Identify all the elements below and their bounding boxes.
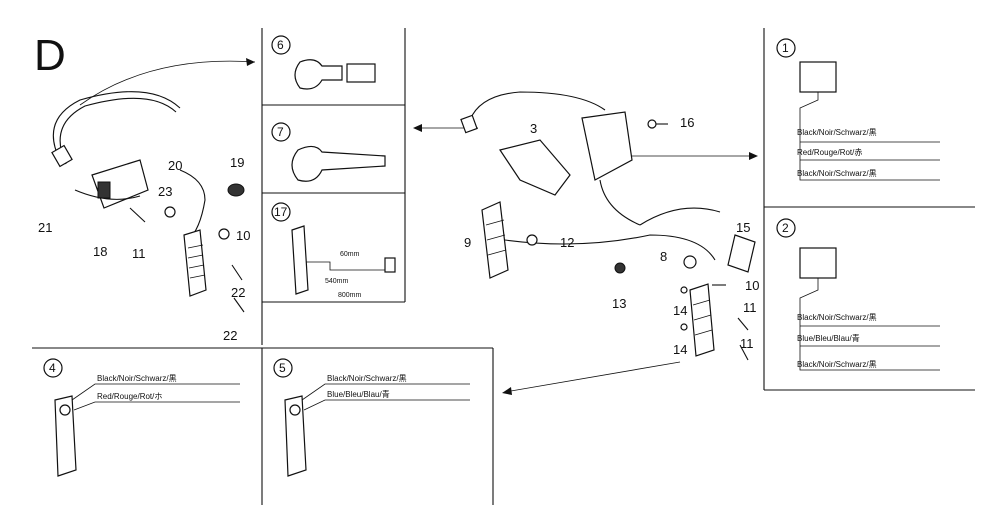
wire-black-1b: Black/Noir/Schwarz/黒 bbox=[797, 169, 877, 178]
callout-13: 13 bbox=[612, 296, 626, 311]
wire-black-2a: Black/Noir/Schwarz/黒 bbox=[797, 313, 877, 322]
callout-10-left: 10 bbox=[236, 228, 250, 243]
callout-15: 15 bbox=[736, 220, 750, 235]
callout-22-b: 22 bbox=[223, 328, 237, 343]
callout-9: 9 bbox=[464, 235, 471, 250]
ignition-coil-assembly bbox=[51, 91, 245, 313]
control-box-assembly bbox=[460, 91, 756, 361]
wire-black-5: Black/Noir/Schwarz/黒 bbox=[327, 374, 407, 383]
callout-23: 23 bbox=[158, 184, 172, 199]
wire-red-1: Red/Rouge/Rot/赤 bbox=[797, 148, 862, 157]
callout-11-center-a: 11 bbox=[743, 300, 757, 315]
dim-800mm: 800mm bbox=[338, 292, 362, 299]
callout-11-left: 11 bbox=[132, 246, 146, 261]
callout-12: 12 bbox=[560, 235, 574, 250]
panel-borders bbox=[32, 28, 975, 505]
callout-5: 5 bbox=[279, 361, 286, 375]
callout-7: 7 bbox=[277, 125, 284, 139]
wire-black-4: Black/Noir/Schwarz/黒 bbox=[97, 374, 177, 383]
wire-red-4: Red/Rouge/Rot/ホ bbox=[97, 392, 162, 401]
callout-8: 8 bbox=[660, 249, 667, 264]
callout-17: 17 bbox=[274, 205, 288, 219]
wire-black-2b: Black/Noir/Schwarz/黒 bbox=[797, 360, 877, 369]
callout-21: 21 bbox=[38, 220, 52, 235]
callout-20: 20 bbox=[168, 158, 182, 173]
dim-540mm: 540mm bbox=[325, 278, 349, 285]
callout-22-a: 22 bbox=[231, 285, 245, 300]
callout-18: 18 bbox=[93, 244, 107, 259]
callout-14-a: 14 bbox=[673, 303, 687, 318]
dim-60mm: 60mm bbox=[340, 251, 360, 258]
callout-10-center: 10 bbox=[745, 278, 759, 293]
callout-16: 16 bbox=[680, 115, 694, 130]
callout-4: 4 bbox=[49, 361, 56, 375]
callout-19: 19 bbox=[230, 155, 244, 170]
callout-2: 2 bbox=[782, 221, 789, 235]
callout-1: 1 bbox=[782, 41, 789, 55]
panel-2: 2 Black/Noir/Schwarz/黒 Blue/Bleu/Blau/青 … bbox=[776, 218, 940, 371]
callout-3: 3 bbox=[530, 121, 537, 136]
connector-arrows bbox=[79, 58, 758, 395]
callout-11-center-b: 11 bbox=[740, 336, 754, 351]
callout-6: 6 bbox=[277, 38, 284, 52]
panel-4: 4 Black/Noir/Schwarz/黒 Red/Rouge/Rot/ホ bbox=[43, 358, 240, 477]
wire-blue-2: Blue/Bleu/Blau/青 bbox=[797, 333, 860, 343]
wire-blue-5: Blue/Bleu/Blau/青 bbox=[327, 389, 390, 399]
panel-1: 1 Black/Noir/Schwarz/黒 Red/Rouge/Rot/赤 B… bbox=[776, 38, 940, 181]
section-letter: D bbox=[34, 31, 66, 80]
panel-7: 7 bbox=[271, 122, 386, 182]
panel-17: 17 60mm 540mm 800mm bbox=[271, 202, 396, 299]
panel-5: 5 Black/Noir/Schwarz/黒 Blue/Bleu/Blau/青 bbox=[273, 358, 470, 477]
callout-14-b: 14 bbox=[673, 342, 687, 357]
panel-6: 6 bbox=[271, 35, 376, 90]
wire-black-1a: Black/Noir/Schwarz/黒 bbox=[797, 128, 877, 137]
